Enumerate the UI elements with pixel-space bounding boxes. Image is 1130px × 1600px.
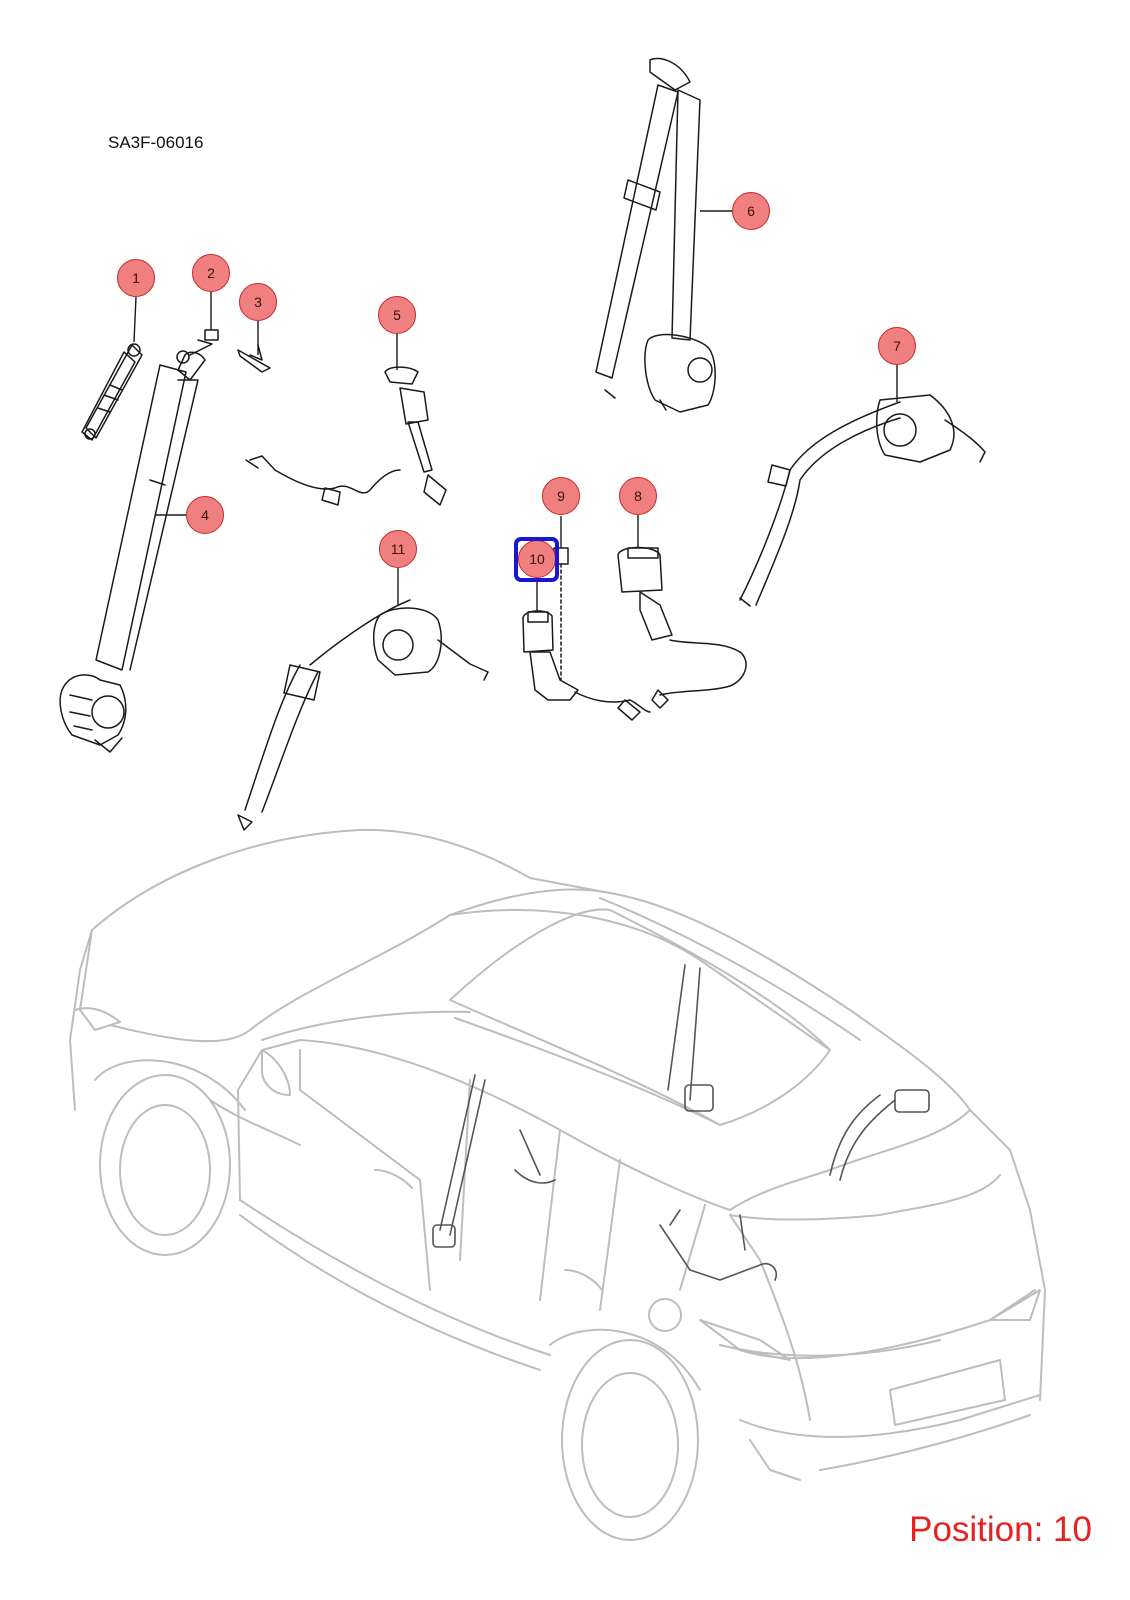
vehicle-outline (69, 828, 1046, 1541)
part-7-rear-right-belt (739, 394, 986, 607)
callout-3[interactable]: 3 (239, 283, 277, 321)
vehicle-belts (432, 964, 930, 1281)
callout-11[interactable]: 11 (379, 530, 417, 568)
part-9-bolt (553, 547, 569, 681)
part-6-rear-belt (595, 57, 716, 413)
callout-7[interactable]: 7 (878, 327, 916, 365)
part-2-bolt (189, 329, 219, 356)
part-1-height-adjuster (81, 343, 143, 441)
part-3-cover (237, 344, 271, 373)
callout-1[interactable]: 1 (117, 259, 155, 297)
part-4-front-belt (59, 350, 206, 753)
callout-9[interactable]: 9 (542, 477, 580, 515)
callout-8[interactable]: 8 (619, 477, 657, 515)
parts-line-art (59, 57, 986, 831)
diagram-code-label: SA3F-06016 (108, 133, 204, 152)
part-11-front-right-belt (237, 599, 489, 831)
part-10-buckle (522, 610, 651, 721)
callout-leaders (133, 210, 898, 612)
callout-4[interactable]: 4 (186, 496, 224, 534)
position-label: Position: 10 (909, 1510, 1092, 1549)
callout-5[interactable]: 5 (378, 296, 416, 334)
callout-10[interactable]: 10 (518, 540, 556, 578)
callout-6[interactable]: 6 (732, 192, 770, 230)
part-5-buckle (245, 366, 447, 506)
part-8-buckle (617, 546, 747, 709)
callout-2[interactable]: 2 (192, 254, 230, 292)
